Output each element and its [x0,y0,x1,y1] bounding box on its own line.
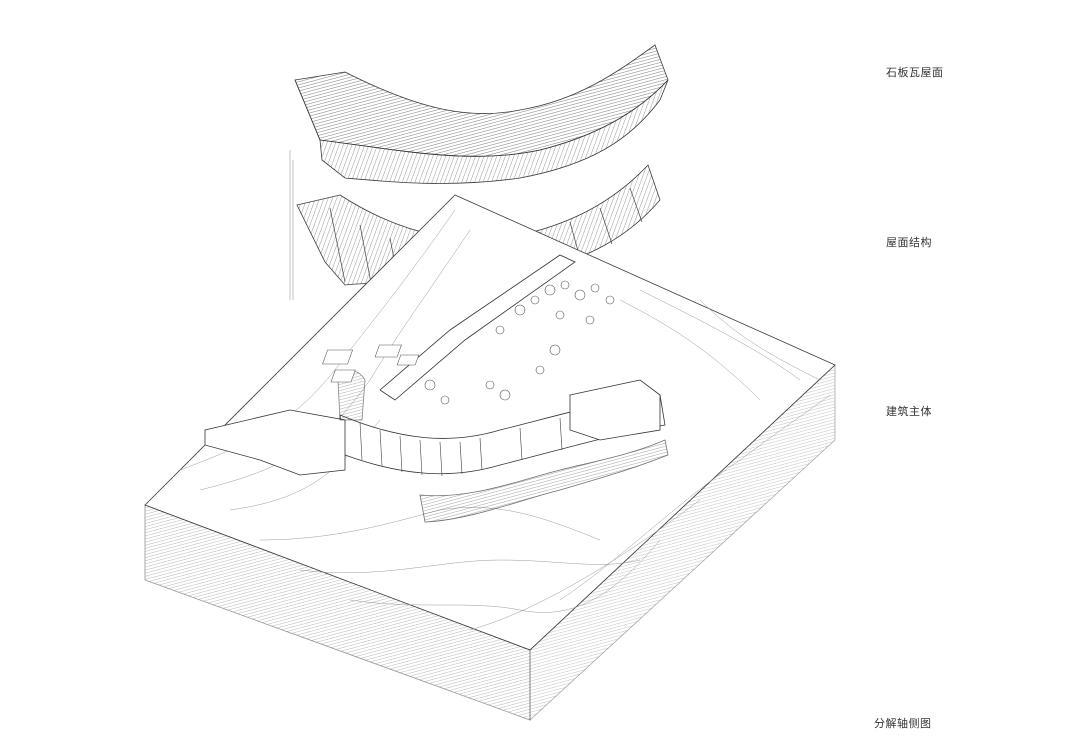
slate-roof-layer [294,44,669,184]
building-east-wing [569,379,661,441]
label-slate-roof: 石板瓦屋面 [886,66,944,79]
site-right-face [529,364,836,721]
diagram-title: 分解轴侧图 [874,717,932,730]
building-lower-terrace [419,439,669,523]
label-roof-structure: 屋面结构 [886,236,932,249]
projection-guide-lines [289,150,294,300]
access-ramp [379,254,576,401]
site-block [144,194,836,721]
label-building-body: 建筑主体 [886,405,932,418]
slate-roof-lower-surface [319,79,669,184]
terrain-contours [179,209,831,631]
building-west-wing [204,409,346,476]
site-scattered-elements [322,280,615,405]
building-body [204,254,669,523]
slate-roof-ridge [294,79,321,141]
